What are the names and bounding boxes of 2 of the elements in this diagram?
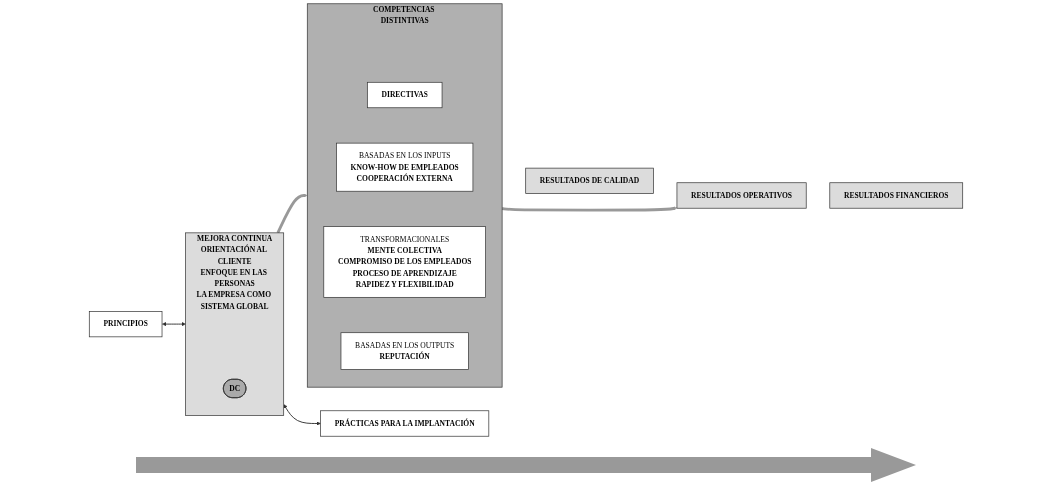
arrow (276, 193, 308, 234)
arrow (501, 206, 678, 212)
